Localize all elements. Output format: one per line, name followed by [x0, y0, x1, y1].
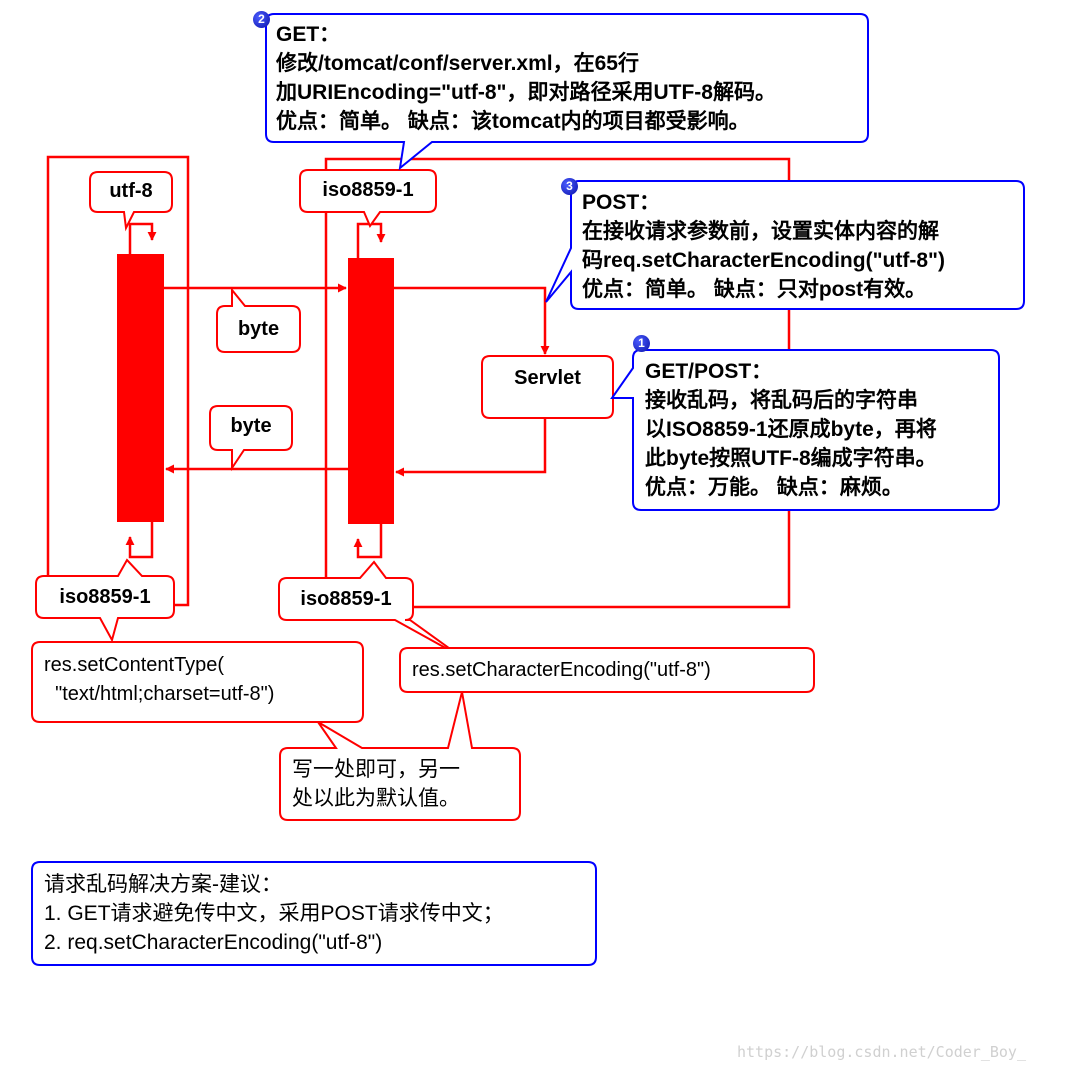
suggestion-item-2: 2. req.setCharacterEncoding("utf-8") [44, 931, 383, 954]
servlet-label: Servlet [514, 367, 581, 389]
char-encoding-text: res.setCharacterEncoding("utf-8") [412, 659, 711, 681]
byte-upper-bubble [216, 287, 301, 353]
byte-lower-label: byte [230, 415, 272, 437]
iso-top-label: iso8859-1 [322, 179, 414, 201]
getpost-title: GET/POST： [645, 360, 773, 383]
utf8-bubble [89, 171, 173, 232]
getpost-line-4: 优点：万能。 缺点：麻烦。 [645, 476, 903, 499]
suggestion-box [31, 861, 597, 966]
content-type-line-1: res.setContentType( [44, 654, 225, 676]
utf8-label: utf-8 [109, 180, 153, 202]
server-bottom-loop [353, 524, 383, 559]
note-bubble [279, 691, 521, 821]
server-top-loop [356, 222, 386, 259]
step-2-badge: 2 [253, 11, 270, 28]
suggestion-item-1: 1. GET请求避免传中文，采用POST请求传中文； [44, 902, 504, 925]
byte-lower-bubble [209, 405, 293, 472]
client-bar [117, 254, 164, 522]
step-3-badge: 3 [561, 178, 578, 195]
server-bar [348, 258, 394, 524]
get-line-2: 加URIEncoding="utf-8"，即对路径采用UTF-8解码。 [276, 81, 776, 104]
iso-mid-bubble [278, 560, 461, 657]
iso-left-label: iso8859-1 [59, 586, 151, 608]
getpost-callout [610, 349, 1000, 511]
servlet-bubble [481, 355, 614, 419]
step-1-badge: 1 [633, 335, 650, 352]
get-line-3: 优点：简单。 缺点：该tomcat内的项目都受影响。 [276, 110, 750, 133]
to-servlet-arrow [394, 286, 550, 355]
getpost-line-1: 接收乱码，将乱码后的字符串 [645, 389, 918, 412]
post-line-3: 优点：简单。 缺点：只对post有效。 [582, 278, 927, 301]
iso-top-bubble [299, 169, 437, 229]
get-title: GET： [276, 23, 341, 46]
suggestion-title: 请求乱码解决方案-建议： [44, 873, 282, 896]
post-title: POST： [582, 191, 661, 214]
client-top-loop [128, 222, 157, 255]
post-line-2: 码req.setCharacterEncoding("utf-8") [582, 249, 945, 272]
content-type-bubble [31, 641, 364, 723]
client-bottom-loop [125, 522, 154, 559]
watermark: https://blog.csdn.net/Coder_Boy_ [737, 1043, 1026, 1061]
from-servlet-arrow [395, 418, 547, 477]
post-line-1: 在接收请求参数前，设置实体内容的解 [582, 220, 939, 243]
char-encoding-bubble [399, 647, 815, 693]
get-line-1: 修改/tomcat/conf/server.xml，在65行 [276, 52, 639, 75]
note-line-1: 写一处即可，另一 [292, 758, 460, 781]
getpost-line-3: 此byte按照UTF-8编成字符串。 [645, 447, 937, 470]
iso-mid-label: iso8859-1 [300, 588, 392, 610]
getpost-line-2: 以ISO8859-1还原成byte，再将 [645, 418, 937, 441]
iso-left-bubble [35, 558, 175, 643]
note-line-2: 处以此为默认值。 [292, 787, 460, 810]
content-type-line-2: "text/html;charset=utf-8") [44, 683, 275, 705]
byte-upper-label: byte [237, 318, 280, 340]
